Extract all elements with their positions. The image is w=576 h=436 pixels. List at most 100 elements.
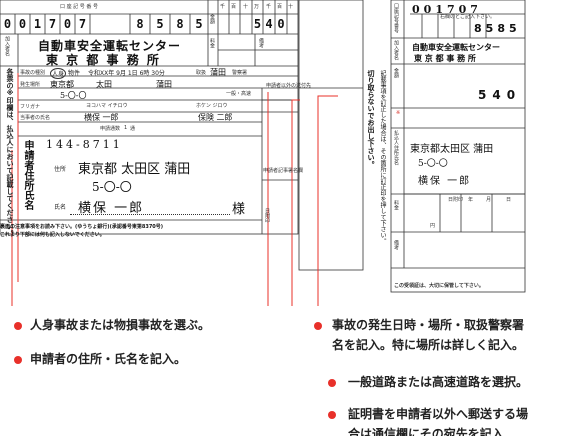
name-label: 氏名 [54,204,67,211]
accident-type-property[interactable]: 物件 [68,70,81,77]
count-unit: 通 [130,126,136,132]
location-town: 蒲田 [156,80,172,89]
police-station: 蒲田 [210,68,226,77]
receipt-amount: 540 [478,88,522,102]
payee-label: 加入者名 [4,36,10,56]
amount-digit: 0 [277,17,285,31]
amount-unit: 千 [220,4,226,10]
name-underline [70,214,230,215]
left-vertical-note: 各票の※印欄は、払込人において記載してください。 [6,68,14,237]
receipt-digits-2: 8585 [474,22,521,35]
accident-type-label: 事故の種別 [20,70,46,76]
police-label: 取扱 [196,70,207,76]
name-value: 横保 一郎 [78,201,145,216]
callout-mail-2: 合は通信欄にその宛先を記入 [348,427,504,436]
vertical-note-cut: 切り取らないでお出し下さい。 [367,70,375,168]
party2-kana: ホケン ジロウ [196,103,228,109]
account-digit: 1 [33,17,42,31]
receipt-date-label: 日附印 [448,197,464,203]
notes-label: 備考 [258,38,264,48]
accident-datetime: 令和XX年 9月 1日 6時 30分 [88,70,165,77]
receipt-payee-label: 加入者名 [393,40,399,60]
receipt-footer: この受領証は、大切に保管して下さい。 [394,283,484,289]
receipt-payer-label: 払込人住所氏名 [393,130,399,165]
receipt-payee: 自動車安全運転センター [412,43,500,52]
callout-bullet [14,356,22,364]
payee-office: 東 京 都 事 務 所 [46,53,161,67]
receipt-payer-address: 東京都太田区 蒲田 [410,144,494,155]
receipt-payer-name: 横保 一郎 [418,176,472,187]
receipt-date-year: 年 [468,197,474,203]
party-kana: ヨコハマ イチロウ [86,103,128,109]
callout-bullet [314,322,322,330]
receipt-payer-address-2: 5-〇-〇 [418,159,448,169]
furigana-label: フリガナ [20,104,41,110]
police-box: 申請者記事署名欄 [263,168,304,174]
name-suffix: 様 [232,202,246,217]
callout-road-type: 一般道路または高速道路を選択。 [348,375,529,389]
payment-slip: 口 座 記 号 番 号 0 0 1 7 0 7 8 5 8 5 千 百 十 万 … [0,0,526,306]
amount-label: 金額 [209,14,215,24]
account-digit: 0 [3,17,12,31]
amount-unit: 万 [254,4,260,10]
address-value-line2: 5-〇-〇 [92,180,132,194]
party-name: 横保 一郎 [84,113,119,122]
callout-bullet [328,411,336,419]
account-header: 口 座 記 号 番 号 [60,4,98,10]
callout-applicant: 申請者の住所・氏名を記入。 [30,352,187,366]
account-digit: 0 [63,17,72,31]
location-address: 5-〇-〇 [60,91,87,100]
receipt-title: 口座記号番号 [393,3,399,33]
vertical-note-correct: 記載事項を訂正した場合は、その箇所に訂正印を押して下さい。 [379,70,386,244]
address-value: 東京都 太田区 蒲田 [78,162,191,177]
receipt-amount-label: 金額 [393,68,399,78]
receipt-payer-mark: ※ [396,110,401,116]
party-name-label: 当事者の氏名 [20,115,51,121]
footer-note: 裏面の注意事項をお読み下さい。(ゆうちょ銀行)(承認番号東第8370号) [0,224,164,230]
postcode: 144-8711 [46,138,123,151]
account-digit: 7 [78,17,87,31]
amount-digit: 4 [265,17,273,31]
callout-bullet [14,322,22,330]
date-stamp-label: 日附印 [264,208,270,223]
account-digit: 8 [136,17,144,31]
location-city: 太田 [96,80,112,89]
callout-datetime: 事故の発生日時・場所・取扱警察署 [332,318,525,332]
amount-unit: 百 [277,4,283,10]
fee-label: 料金 [209,38,215,48]
receipt-date-month: 月 [486,197,492,203]
callout-accident-type: 人身事故または物損事故を選ぶ。 [30,318,211,332]
receipt-digits: 001707 [412,3,482,16]
receipt-payee-office: 東 京 都 事 務 所 [414,54,476,63]
account-digit: 5 [195,17,203,31]
account-digit: 7 [48,17,57,31]
callout-mail: 証明書を申請者以外へ郵送する場 [348,407,529,421]
receipt-subtitle: 右欄のとご記入下さい。 [440,14,496,20]
amount-unit: 千 [266,4,272,10]
receipt-notes-label: 備考 [393,240,399,250]
callout-bullet [328,379,336,387]
footer-note-2: これより下部には何も記入しないでください。 [0,232,105,238]
accident-type-personal[interactable]: 人身 [50,68,67,79]
address-label: 住所 [54,166,67,173]
receipt-date-day: 日 [506,197,512,203]
road-type[interactable]: 一般・高速 [226,91,252,97]
applicant-label: 申請者住所氏名 [22,140,33,210]
account-digit: 0 [18,17,27,31]
count-label: 申請通数 [100,126,121,132]
location-label: 発生場所 [20,82,41,88]
police-suffix: 警察署 [232,70,248,76]
slip-lines [0,0,526,306]
party2-name: 保険 二郎 [198,113,233,122]
amount-digit: 5 [253,17,262,31]
receipt-fee-label: 料金 [393,200,399,210]
location-prefecture: 東京都 [50,80,74,89]
receipt-fee-unit: 円 [430,223,436,229]
amount-unit: 十 [288,4,294,10]
amount-unit: 百 [231,4,237,10]
account-digit: 8 [176,17,184,31]
payee-name: 自動車安全運転センター [38,39,182,53]
count-value: 1 [124,125,128,131]
amount-unit: 十 [243,4,249,10]
mail-address-box: 申請者以外の送付先 [266,83,312,89]
